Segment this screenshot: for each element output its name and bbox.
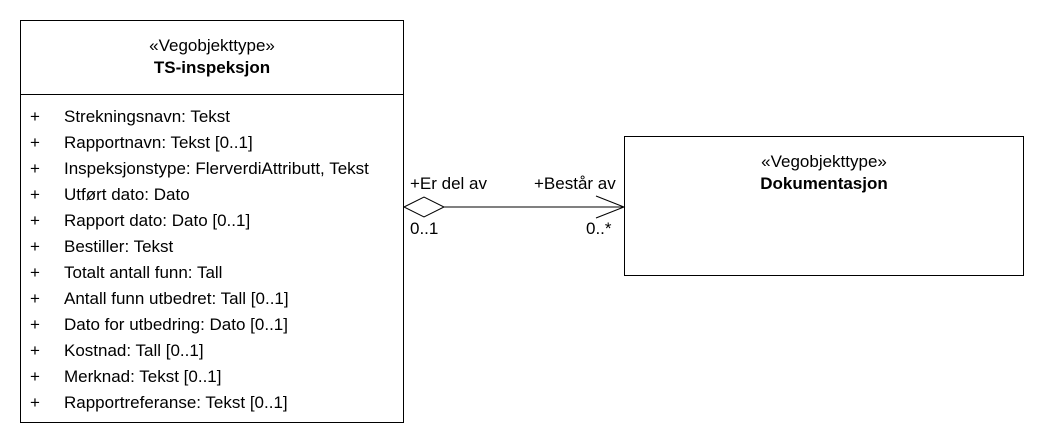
ts-inspeksjon-attribute-list: + Strekningsnavn: Tekst + Rapportnavn: Teks…: [21, 104, 403, 416]
attribute-text: Inspeksjonstype: FlerverdiAttributt, Tek…: [64, 159, 369, 178]
attribute-visibility: +: [30, 211, 40, 230]
attribute-visibility: +: [30, 263, 40, 282]
attribute-text: Rapportnavn: Tekst [0..1]: [64, 133, 253, 152]
ts-inspeksjon-header: «Vegobjekttype» TS-inspeksjon: [21, 21, 403, 95]
attribute-row: + Rapport dato: Dato [0..1]: [21, 208, 403, 234]
attribute-row: + Rapportnavn: Tekst [0..1]: [21, 130, 403, 156]
attribute-visibility: +: [30, 341, 40, 360]
attribute-row: + Bestiller: Tekst: [21, 234, 403, 260]
dokumentasjon-header: «Vegobjekttype» Dokumentasjon: [625, 137, 1023, 195]
attribute-visibility: +: [30, 185, 40, 204]
attribute-text: Utført dato: Dato: [64, 185, 190, 204]
attribute-row: + Totalt antall funn: Tall: [21, 260, 403, 286]
target-role-label: +Består av: [534, 174, 616, 193]
dokumentasjon-class[interactable]: «Vegobjekttype» Dokumentasjon: [624, 136, 1024, 276]
attribute-visibility: +: [30, 367, 40, 386]
attribute-row: + Kostnad: Tall [0..1]: [21, 338, 403, 364]
attribute-visibility: +: [30, 237, 40, 256]
attribute-text: Totalt antall funn: Tall: [64, 263, 223, 282]
attribute-row: + Inspeksjonstype: FlerverdiAttributt, Te…: [21, 156, 403, 182]
attribute-text: Merknad: Tekst [0..1]: [64, 367, 222, 386]
attribute-text: Kostnad: Tall [0..1]: [64, 341, 204, 360]
dokumentasjon-stereotype: «Vegobjekttype»: [761, 152, 887, 171]
attribute-row: + Merknad: Tekst [0..1]: [21, 364, 403, 390]
attribute-text: Rapport dato: Dato [0..1]: [64, 211, 251, 230]
source-multiplicity-label: 0..1: [410, 219, 439, 238]
aggregation-diamond-icon: [402, 196, 446, 218]
attribute-text: Rapportreferanse: Tekst [0..1]: [64, 393, 288, 412]
target-multiplicity-label: 0..*: [586, 219, 612, 238]
attribute-visibility: +: [30, 159, 40, 178]
attribute-visibility: +: [30, 315, 40, 334]
attribute-text: Dato for utbedring: Dato [0..1]: [64, 315, 288, 334]
attribute-text: Strekningsnavn: Tekst: [64, 107, 230, 126]
ts-inspeksjon-class[interactable]: «Vegobjekttype» TS-inspeksjon + Strekning…: [20, 20, 404, 423]
attribute-text: Antall funn utbedret: Tall [0..1]: [64, 289, 289, 308]
attribute-visibility: +: [30, 393, 40, 412]
ts-inspeksjon-stereotype: «Vegobjekttype»: [149, 36, 275, 55]
attribute-visibility: +: [30, 133, 40, 152]
source-role-label: +Er del av: [410, 174, 488, 193]
attribute-row: + Dato for utbedring: Dato [0..1]: [21, 312, 403, 338]
ts-inspeksjon-name: TS-inspeksjon: [153, 58, 271, 77]
navigability-arrowhead-icon: [595, 195, 626, 219]
attribute-visibility: +: [30, 289, 40, 308]
attribute-visibility: +: [30, 107, 40, 126]
attribute-row: + Rapportreferanse: Tekst [0..1]: [21, 390, 403, 416]
attribute-row: + Strekningsnavn: Tekst: [21, 104, 403, 130]
dokumentasjon-name: Dokumentasjon: [760, 174, 888, 193]
attribute-row: + Antall funn utbedret: Tall [0..1]: [21, 286, 403, 312]
attribute-text: Bestiller: Tekst: [64, 237, 174, 256]
attribute-row: + Utført dato: Dato: [21, 182, 403, 208]
